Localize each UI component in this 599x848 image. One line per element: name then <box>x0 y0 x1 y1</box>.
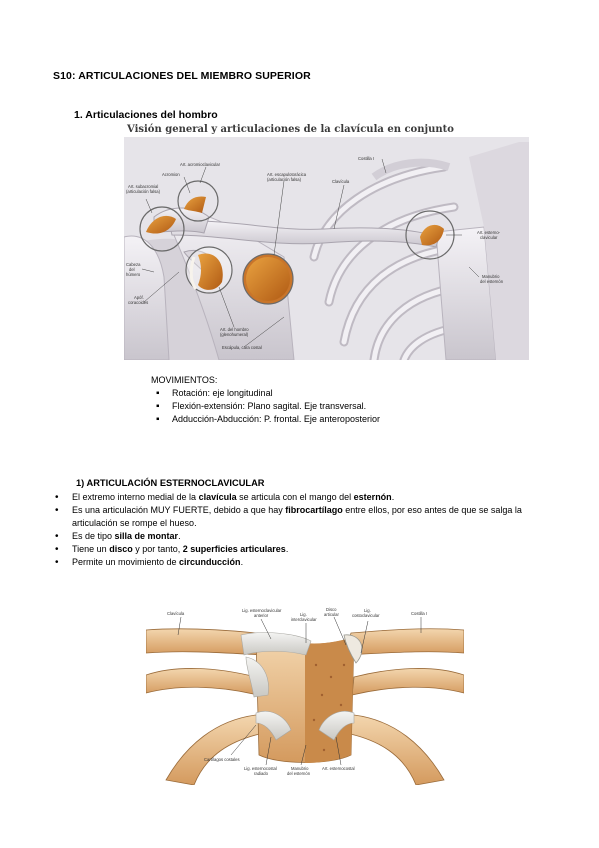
movements-title: MOVIMIENTOS: <box>151 375 218 385</box>
label-manubrio-2: del esternón <box>287 771 311 776</box>
section-heading-sternoclavicular: 1) ARTICULACIÓN ESTERNOCLAVICULAR <box>76 478 265 488</box>
label-lig-esternoclavicular-2: anterior <box>254 613 269 618</box>
label-art-esternocostal: Art. esternocostal <box>322 766 355 771</box>
label-lig-costoclavicular-1: Lig. <box>364 608 371 613</box>
bullet-item: Permite un movimiento de circunducción. <box>55 556 555 569</box>
label-costilla: Costilla I <box>411 611 428 616</box>
label-esternoclavicular-2: clavicular <box>480 235 498 240</box>
bullet-item: Es una articulación MUY FUERTE, debido a… <box>55 504 555 530</box>
label-lig-interclavicular-1: Lig. <box>300 612 307 617</box>
label-hombro-2: (glenohumeral) <box>220 332 249 337</box>
label-manubrio-2: del esternón <box>480 279 504 284</box>
label-cabeza-1: Cabeza <box>126 262 141 267</box>
movement-item: Rotación: eje longitudinal <box>156 387 380 400</box>
movement-item: Flexión-extensión: Plano sagital. Eje tr… <box>156 400 380 413</box>
label-costilla: Costilla I <box>358 156 375 161</box>
label-disco-1: Disco <box>326 607 337 612</box>
label-lig-radiado-2: radiado <box>254 771 268 776</box>
label-manubrio-1: Manubrio <box>482 274 500 279</box>
figure1-title: Visión general y articulaciones de la cl… <box>127 124 454 135</box>
sternoclavicular-illustration <box>146 616 464 785</box>
label-disco-2: articular <box>324 612 339 617</box>
label-cabeza-3: húmero <box>126 272 141 277</box>
label-esternoclavicular-1: Art. esterno- <box>477 230 501 235</box>
movements-list: MOVIMIENTOS: Rotación: eje longitudinal … <box>151 375 380 426</box>
shoulder-anatomy-figure: Costilla I Art. acromioclavicular Acromi… <box>124 137 529 360</box>
section-heading-shoulder: 1. Articulaciones del hombro <box>74 109 218 121</box>
label-lig-costoclavicular-2: costoclavicular <box>352 613 380 618</box>
label-escapulotoracica-1: Art. escapulotorácica <box>267 172 307 177</box>
label-acromion: Acromion <box>162 172 180 177</box>
label-subacromial-2: (articulación falsa) <box>126 189 160 194</box>
label-lig-interclavicular-2: interclavicular <box>291 617 317 622</box>
label-acromioclavicular: Art. acromioclavicular <box>180 162 221 167</box>
sternoclavicular-bullets: El extremo interno medial de la clavícul… <box>55 491 555 569</box>
label-apofisis-2: coracoides <box>128 300 149 305</box>
label-hombro-1: Art. del hombro <box>220 327 249 332</box>
label-escapula: Escápula, cara costal <box>222 345 262 350</box>
movement-item: Adducción-Abducción: P. frontal. Eje ant… <box>156 413 380 426</box>
label-clavicula: Clavícula <box>167 611 185 616</box>
label-cabeza-2: del <box>129 267 135 272</box>
label-cartilagos: Cartílagos costales <box>204 757 240 762</box>
bullet-item: Es de tipo silla de montar. <box>55 530 555 543</box>
bullet-item: El extremo interno medial de la clavícul… <box>55 491 555 504</box>
label-lig-esternoclavicular-1: Lig. esternoclavicular <box>242 608 282 613</box>
document-title: S10: ARTICULACIONES DEL MIEMBRO SUPERIOR <box>53 70 311 82</box>
label-apofisis-1: Apóf. <box>134 295 144 300</box>
label-lig-radiado-1: Lig. esternocostal <box>244 766 277 771</box>
label-clavicula: Clavícula <box>332 179 350 184</box>
label-manubrio-1: Manubrio <box>291 766 309 771</box>
bullet-item: Tiene un disco y por tanto, 2 superficie… <box>55 543 555 556</box>
label-escapulotoracica-2: (articulación falsa) <box>267 177 301 182</box>
shoulder-illustration <box>124 137 529 360</box>
sternoclavicular-anatomy-figure: Clavícula Lig. esternoclavicular anterio… <box>146 605 464 785</box>
label-subacromial-1: Art. subacromial <box>128 184 159 189</box>
